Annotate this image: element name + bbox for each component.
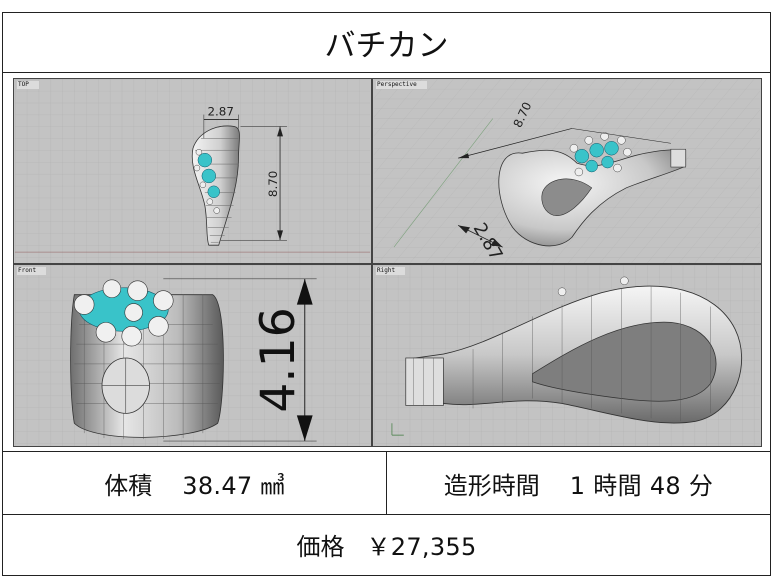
build-time-label: 造形時間: [443, 471, 540, 500]
volume-label: 体積: [104, 471, 153, 500]
top-height-dimension: 8.70: [266, 171, 280, 197]
price-row: 価格 ￥27,355: [2, 514, 771, 576]
front-viewport[interactable]: Front: [13, 264, 372, 447]
right-viewport[interactable]: Right: [372, 264, 762, 447]
spec-row: 体積 38.47 ㎣ 造形時間 1 時間 48 分: [2, 451, 771, 515]
volume-value: 38.47 ㎣: [182, 471, 285, 500]
viewport-label-right[interactable]: Right: [376, 267, 406, 275]
top-viewport[interactable]: TOP: [13, 78, 372, 264]
front-height-dimension: 4.16: [251, 307, 306, 413]
front-view-render: 4.16: [14, 265, 371, 446]
top-width-dimension: 2.87: [207, 105, 233, 119]
viewport-label-perspective[interactable]: Perspective: [376, 81, 427, 89]
price-label: 価格: [296, 533, 345, 561]
right-view-render: [374, 265, 760, 446]
top-view-render: 2.87 8.70: [14, 79, 371, 263]
viewport-label-top[interactable]: TOP: [17, 81, 39, 89]
perspective-view-render: 8.70 2.87: [374, 79, 760, 263]
viewport-label-front[interactable]: Front: [17, 267, 47, 275]
page-title: バチカン: [2, 12, 771, 73]
price-value: ￥27,355: [366, 533, 477, 561]
build-time-value: 1 時間 48 分: [569, 471, 714, 500]
build-time-cell: 造形時間 1 時間 48 分: [386, 452, 770, 514]
volume-cell: 体積 38.47 ㎣: [3, 452, 386, 514]
perspective-viewport[interactable]: Perspective: [372, 78, 762, 264]
